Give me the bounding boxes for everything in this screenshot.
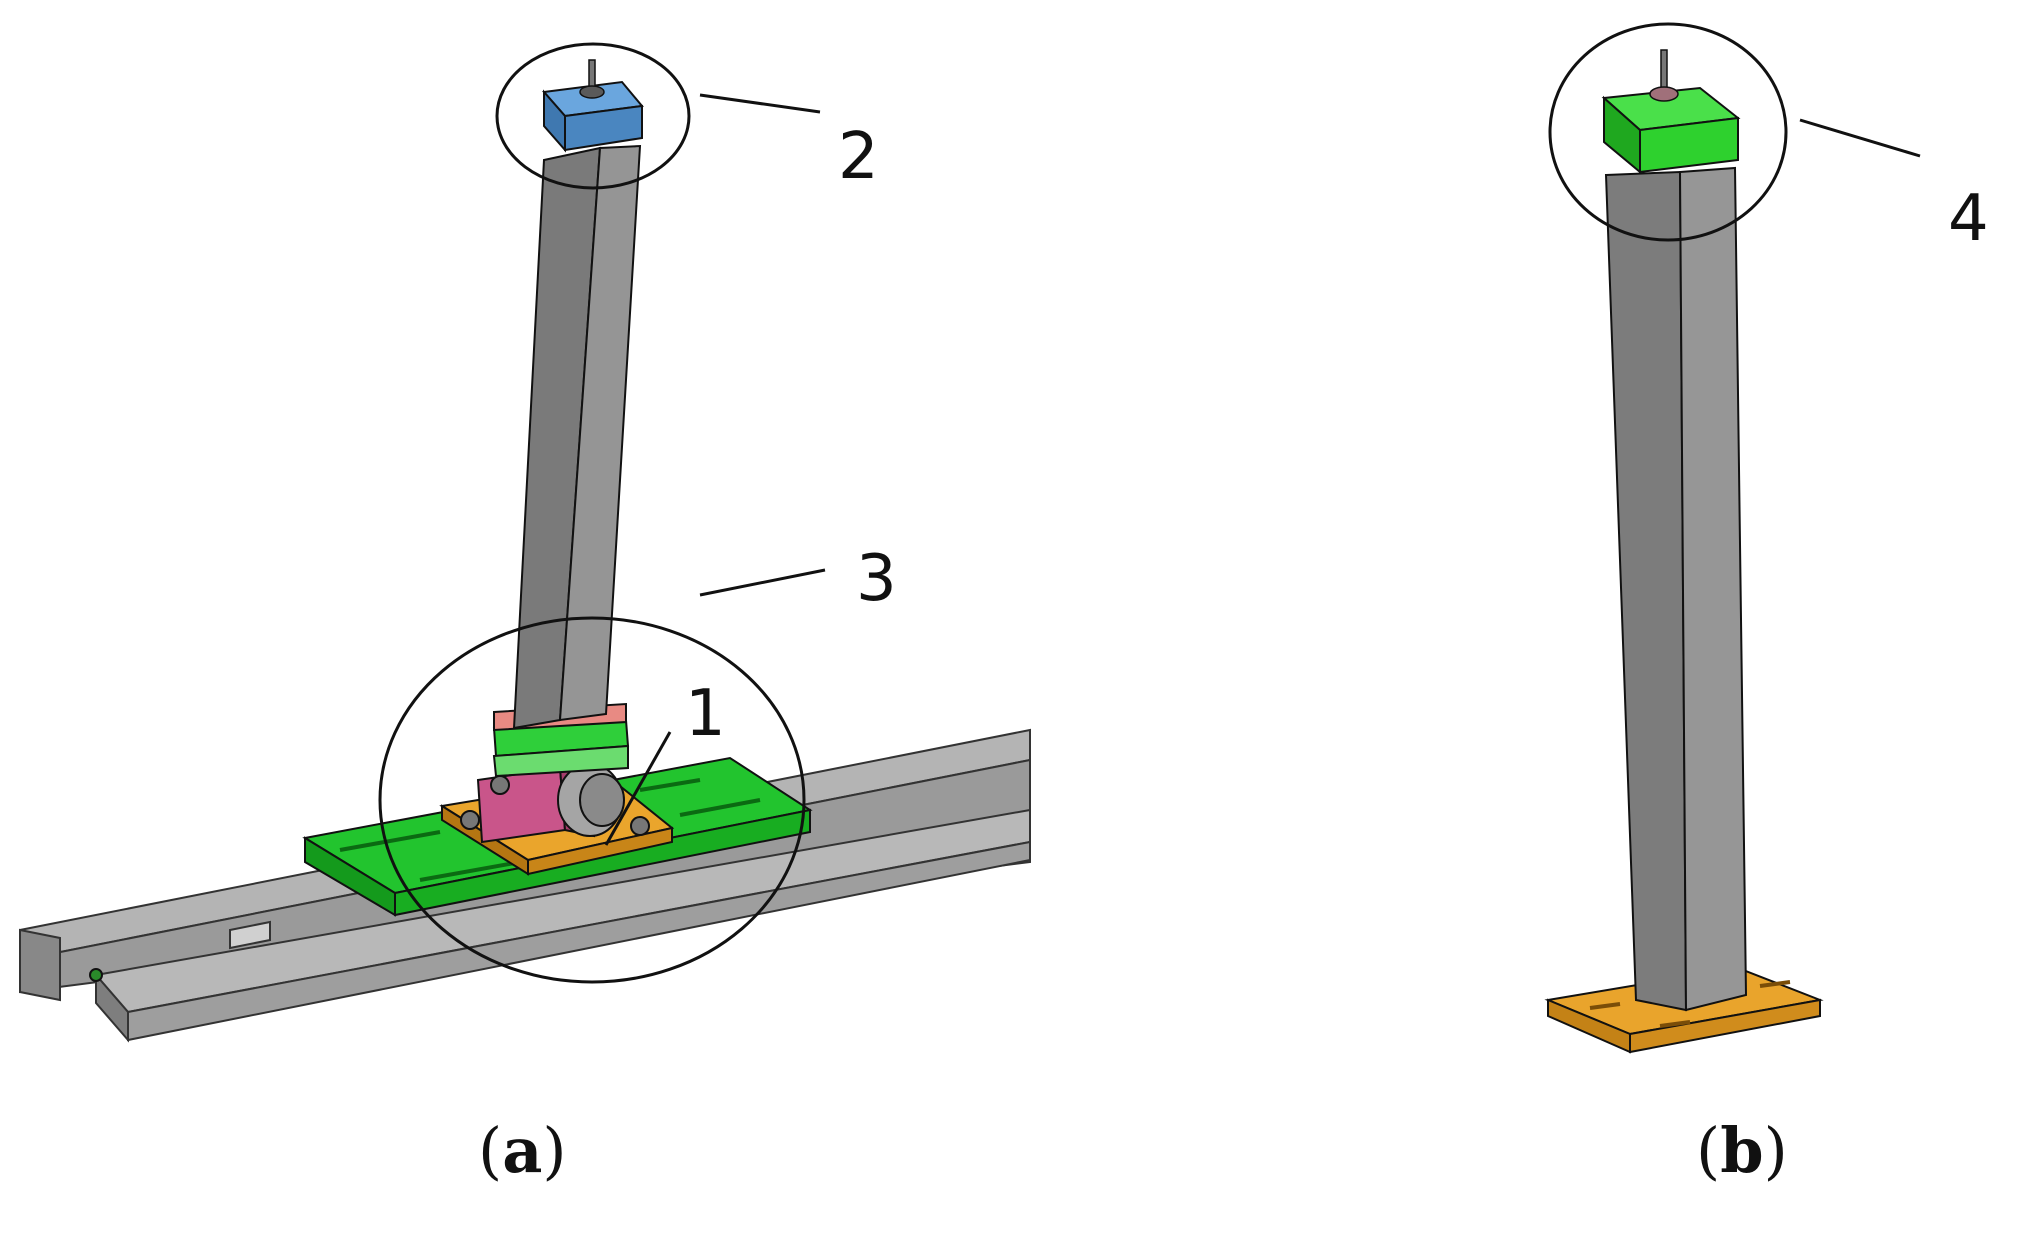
leader-2 xyxy=(699,93,821,114)
caption-a-open: ( xyxy=(478,1114,502,1187)
callout-circle-4 xyxy=(1548,22,1788,242)
column-a xyxy=(512,144,642,730)
column-b xyxy=(1604,166,1748,1012)
assembly-b: 4 (b) xyxy=(1544,22,1989,1187)
bearing-block xyxy=(460,763,650,844)
label-3: 3 xyxy=(856,542,897,616)
caption-b: (b) xyxy=(1696,1114,1788,1187)
rail-front xyxy=(89,808,1031,1043)
leader-3 xyxy=(699,568,826,597)
label-4: 4 xyxy=(1948,182,1989,256)
callout-circle-2 xyxy=(495,42,691,190)
caption-b-letter: b xyxy=(1720,1114,1763,1187)
assembly-a: 1 2 3 (a) xyxy=(19,42,1031,1187)
cap-blue xyxy=(542,59,644,153)
caption-b-close: ) xyxy=(1764,1114,1788,1187)
cap-green xyxy=(1601,49,1741,175)
label-1: 1 xyxy=(685,677,726,751)
caption-a: (a) xyxy=(478,1114,567,1187)
caption-b-open: ( xyxy=(1696,1114,1720,1187)
leader-1 xyxy=(604,731,672,846)
label-2: 2 xyxy=(838,120,879,194)
caption-a-close: ) xyxy=(542,1114,566,1187)
callout-circle-3 xyxy=(378,616,806,984)
leader-4 xyxy=(1799,118,1921,158)
caption-a-letter: a xyxy=(502,1114,542,1187)
